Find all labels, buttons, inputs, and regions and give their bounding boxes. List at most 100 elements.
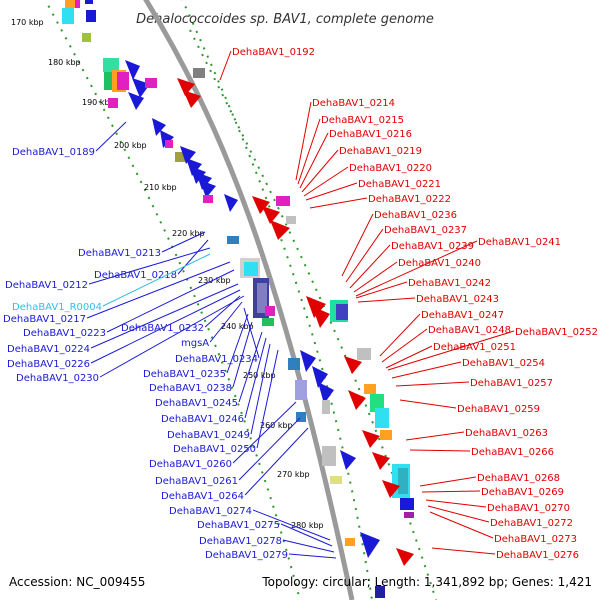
gene-label-right: DehaBAV1_0263	[465, 428, 548, 439]
gene-label-connector	[357, 297, 416, 303]
gene-label-left: DehaBAV1_0217	[3, 314, 86, 325]
gene-label-left: DehaBAV1_0226	[7, 359, 90, 370]
gene-label-right: DehaBAV1_0216	[329, 129, 412, 140]
right-labels: DehaBAV1_0192DehaBAV1_0214DehaBAV1_0215D…	[219, 47, 598, 561]
feature-box	[364, 384, 376, 394]
accession-text: Accession: NC_009455	[9, 575, 145, 589]
gene-label-left: mgsA	[181, 338, 209, 349]
minus-strand-arrow	[180, 146, 196, 164]
gene-label-left: DehaBAV1_0212	[5, 280, 88, 291]
gene-label-right: DehaBAV1_0254	[462, 358, 545, 369]
gene-label-right: DehaBAV1_0240	[398, 258, 481, 269]
gene-label-connector	[232, 321, 253, 388]
gene-label-connector	[297, 118, 321, 185]
gene-label-connector	[341, 213, 374, 277]
gene-label-connector	[309, 197, 368, 209]
gene-label-right: DehaBAV1_0239	[391, 241, 474, 252]
plus-strand-arrow	[270, 220, 290, 240]
gene-label-connector	[280, 523, 333, 547]
feature-box	[108, 98, 118, 108]
gene-label-connector	[102, 253, 211, 307]
gene-label-left: DehaBAV1_0246	[161, 414, 244, 425]
gene-label-left: DehaBAV1_0245	[155, 398, 238, 409]
gene-label-connector	[301, 149, 339, 193]
gene-label-connector	[425, 499, 487, 508]
feature-box	[244, 262, 258, 276]
plus-strand-arrow	[372, 452, 390, 470]
feature-box	[336, 304, 348, 320]
gene-label-right: DehaBAV1_0242	[408, 278, 491, 289]
feature-box	[103, 58, 119, 72]
feature-box	[262, 318, 274, 326]
feature-box	[330, 476, 342, 484]
map-title: Dehalococcoides sp. BAV1, complete genom…	[136, 12, 434, 27]
gene-label-connector	[409, 449, 471, 452]
minus-strand-arrow	[196, 172, 212, 190]
gene-label-connector	[427, 505, 490, 523]
minus-strand-arrow	[312, 366, 328, 388]
ruler-tick-label: 280 kbp	[291, 521, 324, 530]
gene-label-left: DehaBAV1_0218	[94, 270, 177, 281]
gene-label-right: DehaBAV1_0192	[232, 47, 315, 58]
gene-label-connector	[209, 301, 243, 343]
gene-label-left: DehaBAV1_0234	[175, 354, 258, 365]
gene-label-connector	[106, 269, 235, 333]
feature-box	[286, 216, 296, 224]
feature-box	[296, 412, 306, 422]
plus-strand-arrow	[177, 78, 195, 96]
gene-label-right: DehaBAV1_0215	[321, 115, 404, 126]
plus-strand-arrow	[312, 306, 330, 328]
minus-strand-arrow	[360, 532, 380, 558]
gene-label-connector	[391, 361, 462, 379]
feature-box	[75, 0, 80, 8]
ruler-tick-label: 250 kbp	[243, 371, 276, 380]
feature-box	[357, 348, 371, 360]
gene-label-connector	[252, 509, 331, 541]
minus-strand-arrow	[300, 350, 316, 372]
plus-strand-arrow	[362, 430, 380, 448]
feature-box	[375, 408, 389, 428]
gene-label-connector	[244, 337, 267, 419]
minus-strand-arrow	[152, 118, 166, 136]
gene-label-left: DehaBAV1_0261	[155, 476, 238, 487]
gene-label-connector	[250, 343, 271, 435]
gene-label-right: DehaBAV1_0273	[494, 534, 577, 545]
plus-strand-arrow	[382, 480, 400, 498]
gene-label-connector	[353, 261, 398, 293]
gene-label-connector	[349, 244, 391, 289]
gene-label-connector	[419, 476, 477, 487]
plus-strand-arrow	[262, 206, 280, 224]
gene-label-connector	[90, 289, 241, 364]
gene-label-connector	[429, 511, 494, 539]
gene-label-connector	[303, 166, 349, 197]
gene-label-connector	[379, 313, 421, 357]
feature-box	[86, 10, 96, 22]
gene-label-connector	[238, 331, 263, 403]
ruler-tick-label: 200 kbp	[114, 141, 147, 150]
minus-strand-arrow	[186, 158, 202, 176]
feature-box	[398, 468, 408, 494]
gene-label-left: DehaBAV1_0213	[78, 248, 161, 259]
gene-label-connector	[395, 381, 470, 387]
gene-label-left: DehaBAV1_0260	[149, 459, 232, 470]
gene-label-connector	[177, 239, 209, 275]
gene-label-connector	[385, 345, 433, 369]
gene-label-left: DehaBAV1_0264	[161, 491, 244, 502]
ruler-tick-label: 220 kbp	[172, 229, 205, 238]
left-labels: DehaBAV1_0189DehaBAV1_0213DehaBAV1_0218D…	[3, 121, 337, 561]
feature-box	[175, 152, 185, 162]
minus-strand-arrow	[160, 130, 174, 148]
plus-strand-arrow	[183, 90, 201, 108]
gene-label-right: DehaBAV1_0276	[496, 550, 579, 561]
plus-strand-arrow	[344, 356, 362, 374]
minus-strand-arrow	[224, 194, 238, 212]
gene-label-connector	[355, 240, 478, 297]
gene-label-right: DehaBAV1_0221	[358, 179, 441, 190]
gene-label-right: DehaBAV1_0268	[477, 473, 560, 484]
feature-box	[65, 0, 75, 8]
gene-label-left: DehaBAV1_0189	[12, 147, 95, 158]
feature-box	[322, 446, 336, 466]
gene-label-right: DehaBAV1_0220	[349, 163, 432, 174]
plus-strand-arrow	[348, 390, 366, 410]
